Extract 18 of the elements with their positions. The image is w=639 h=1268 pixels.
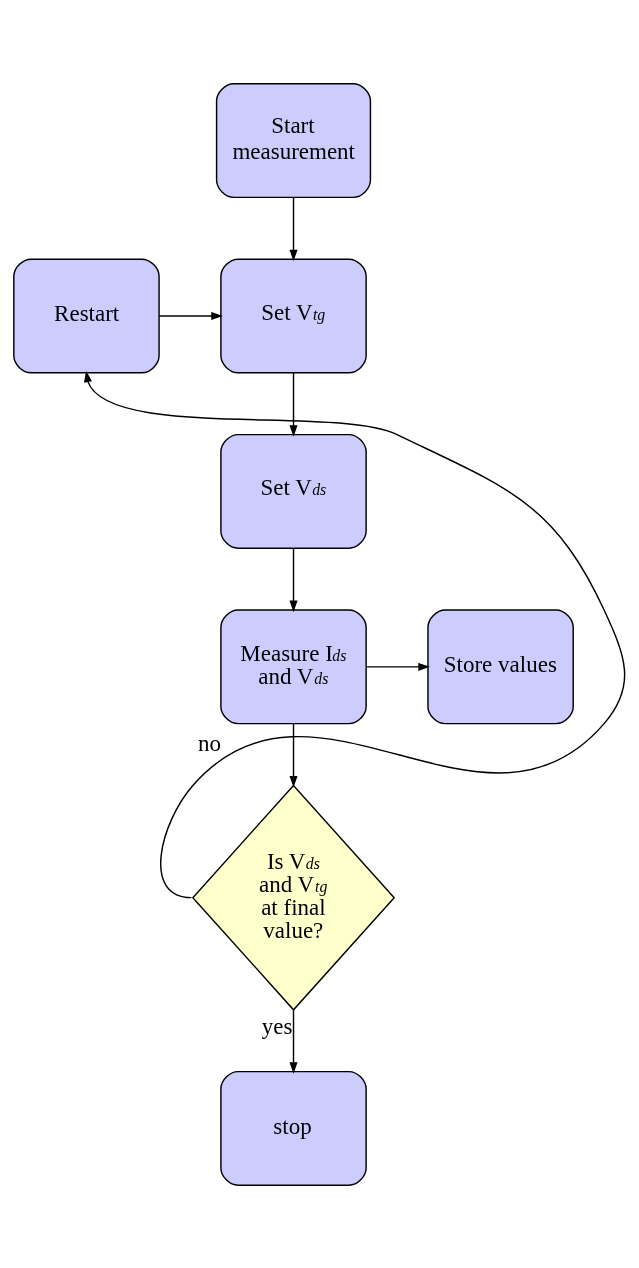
arrow bbox=[289, 1009, 298, 1074]
arrow bbox=[289, 722, 298, 787]
node-box: Set Vtg bbox=[220, 257, 367, 373]
node-box: Start measurement bbox=[215, 82, 372, 198]
arrow bbox=[158, 311, 223, 320]
node-box: stop bbox=[220, 1070, 367, 1186]
edge-label: no bbox=[198, 730, 222, 756]
arrow bbox=[289, 547, 298, 612]
node-box: Set Vds bbox=[220, 433, 367, 549]
arrow bbox=[365, 662, 430, 671]
arrow bbox=[289, 371, 298, 437]
arrow bbox=[83, 370, 626, 898]
arrow bbox=[289, 196, 298, 261]
node-box: Measure Ids and Vds bbox=[220, 608, 367, 724]
edge-label: yes bbox=[261, 1013, 293, 1039]
node-diamond: Is Vds and Vtg at final value? bbox=[191, 783, 396, 1011]
node-box: Store values bbox=[427, 608, 574, 724]
node-box: Restart bbox=[13, 257, 160, 373]
